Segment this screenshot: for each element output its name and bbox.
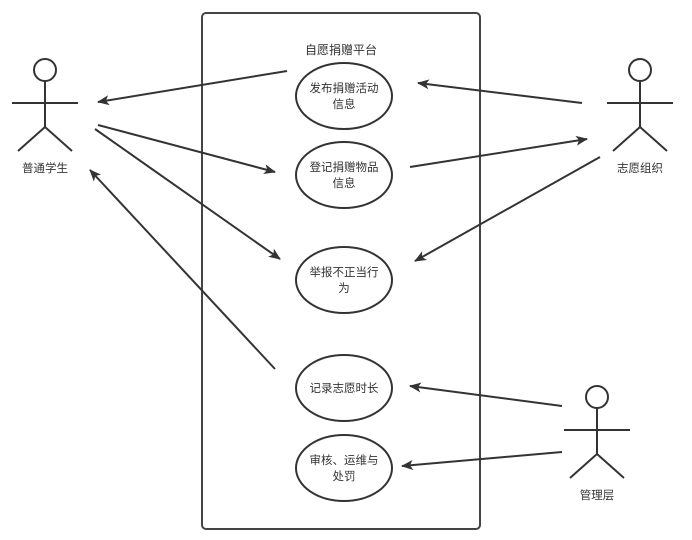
actor-left-leg bbox=[612, 126, 641, 152]
actor-head bbox=[33, 58, 57, 82]
use-case-label: 审核、运维与 bbox=[310, 453, 379, 467]
actor-right-leg bbox=[639, 126, 668, 152]
association-org-to-publish[interactable] bbox=[417, 79, 583, 104]
use-case-label: 处罚 bbox=[333, 469, 356, 483]
use-case-label: 发布捐赠活动 bbox=[310, 81, 379, 95]
use-case-label: 登记捐赠物品 bbox=[310, 160, 379, 174]
association-admin-to-review[interactable] bbox=[401, 451, 563, 471]
association-record-to-student[interactable] bbox=[89, 169, 276, 370]
use-case-label: 信息 bbox=[333, 97, 356, 111]
system-title: 自愿捐赠平台 bbox=[305, 42, 377, 57]
actor-label: 管理层 bbox=[580, 488, 615, 502]
use-case-ellipse[interactable] bbox=[295, 141, 393, 209]
association-org-to-report[interactable] bbox=[414, 156, 601, 262]
actor-head bbox=[585, 385, 609, 409]
actor-head bbox=[628, 58, 652, 82]
actor-left-leg bbox=[17, 126, 46, 152]
stick-figure-icon bbox=[564, 385, 630, 479]
actor-right-leg bbox=[44, 126, 73, 152]
use-case-label: 记录志愿时长 bbox=[310, 381, 379, 395]
associations bbox=[89, 70, 601, 471]
use-case-label: 为 bbox=[338, 281, 350, 295]
system-boundary[interactable] bbox=[201, 12, 481, 530]
stick-figure-icon bbox=[12, 58, 78, 152]
association-student-to-report[interactable] bbox=[94, 128, 281, 260]
use-case-ellipse[interactable] bbox=[295, 354, 393, 422]
actor-student[interactable]: 普通学生 bbox=[12, 58, 78, 175]
actor-label: 志愿组织 bbox=[617, 161, 663, 175]
use-case-label: 举报不正当行 bbox=[310, 265, 379, 279]
use-case-record[interactable]: 记录志愿时长 bbox=[295, 354, 393, 422]
use-case-ellipse[interactable] bbox=[295, 434, 393, 502]
actor-right-leg bbox=[596, 453, 625, 479]
association-admin-to-record[interactable] bbox=[409, 382, 563, 407]
association-publish-to-student[interactable] bbox=[97, 70, 288, 106]
actor-label: 普通学生 bbox=[22, 161, 68, 175]
association-register-to-org[interactable] bbox=[409, 135, 588, 168]
use-case-label: 信息 bbox=[333, 176, 356, 190]
actor-left-leg bbox=[569, 453, 598, 479]
use-case-ellipse[interactable] bbox=[295, 62, 393, 130]
actor-admin[interactable]: 管理层 bbox=[564, 385, 630, 502]
association-student-to-register[interactable] bbox=[97, 124, 276, 175]
actor-org[interactable]: 志愿组织 bbox=[607, 58, 673, 175]
stick-figure-icon bbox=[607, 58, 673, 152]
use-case-ellipse[interactable] bbox=[295, 246, 393, 314]
